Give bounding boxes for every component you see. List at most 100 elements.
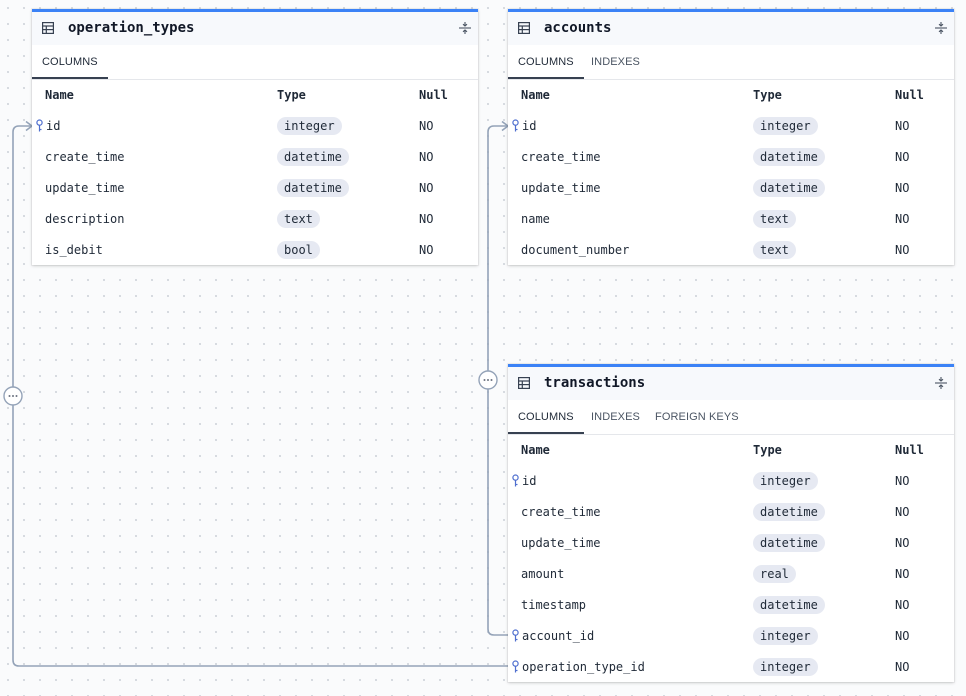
column-row[interactable]: update_time datetime NO [508,528,954,559]
column-type-badge: datetime [753,596,825,614]
tab-columns[interactable]: COLUMNS [508,45,584,79]
column-name: document_number [521,243,630,257]
column-row[interactable]: id integer NO [32,111,478,142]
column-null: NO [895,629,910,643]
column-row[interactable]: name text NO [508,204,954,235]
table-header[interactable]: accounts [508,12,954,45]
tab-bar: COLUMNS INDEXES FOREIGN KEYS [508,400,954,435]
column-type-badge: text [753,241,796,259]
column-name: amount [521,567,565,581]
column-name: update_time [521,181,601,195]
column-type-badge: datetime [753,148,825,166]
table-title: transactions [544,375,646,391]
column-name: name [521,212,550,226]
table-header[interactable]: transactions [508,367,954,400]
column-null: NO [895,150,910,164]
column-type-badge: integer [277,117,342,135]
table-title: operation_types [68,20,195,36]
tab-indexes[interactable]: INDEXES [591,411,640,423]
header-name: Name [521,443,550,457]
column-row[interactable]: timestamp datetime NO [508,590,954,621]
column-name: account_id [522,629,595,643]
column-name: create_time [45,150,125,164]
table-grid-icon [42,22,54,34]
column-type-badge: datetime [753,179,825,197]
relation-handle-operation-type[interactable] [3,386,23,406]
header-name: Name [521,88,550,102]
key-icon [512,629,519,642]
tab-bar: COLUMNS INDEXES [508,45,954,80]
column-row[interactable]: update_time datetime NO [508,173,954,204]
tab-foreign-keys[interactable]: FOREIGN KEYS [655,411,739,423]
column-type-badge: integer [753,117,818,135]
column-row[interactable]: create_time datetime NO [32,142,478,173]
table-header[interactable]: operation_types [32,12,478,45]
column-name: is_debit [45,243,103,257]
column-name: id [522,119,537,133]
column-row[interactable]: create_time datetime NO [508,142,954,173]
column-null: NO [419,150,434,164]
collapse-icon[interactable] [934,21,948,35]
column-type-badge: text [277,210,320,228]
tab-bar: COLUMNS [32,45,478,80]
collapse-icon[interactable] [458,21,472,35]
header-type: Type [753,443,782,457]
tab-columns[interactable]: COLUMNS [508,400,584,434]
column-null: NO [895,181,910,195]
column-name: id [46,119,61,133]
column-null: NO [895,212,910,226]
column-null: NO [419,181,434,195]
key-icon [512,119,519,132]
key-icon [512,660,519,673]
table-grid-icon [518,22,530,34]
column-null: NO [419,243,434,257]
column-row[interactable]: document_number text NO [508,235,954,266]
collapse-icon[interactable] [934,376,948,390]
column-row[interactable]: account_id integer NO [508,621,954,652]
tab-indexes[interactable]: INDEXES [591,56,640,68]
key-icon [36,119,43,132]
column-name: update_time [521,536,601,550]
column-row[interactable]: is_debit bool NO [32,235,478,266]
column-type-badge: bool [277,241,320,259]
column-null: NO [895,243,910,257]
column-type-badge: datetime [753,534,825,552]
header-type: Type [753,88,782,102]
column-type-badge: integer [753,658,818,676]
column-name: create_time [521,150,601,164]
header-null: Null [895,88,924,102]
column-type-badge: integer [753,627,818,645]
column-type-badge: datetime [277,179,349,197]
tab-columns[interactable]: COLUMNS [32,45,108,79]
header-null: Null [895,443,924,457]
column-row[interactable]: create_time datetime NO [508,497,954,528]
column-null: NO [419,119,434,133]
column-null: NO [895,536,910,550]
relation-handle-account[interactable] [478,370,498,390]
column-name: timestamp [521,598,587,612]
column-null: NO [895,567,910,581]
column-type-badge: datetime [277,148,349,166]
column-null: NO [419,212,434,226]
column-type-badge: datetime [753,503,825,521]
column-null: NO [895,505,910,519]
column-null: NO [895,598,910,612]
column-name: create_time [521,505,601,519]
header-null: Null [419,88,448,102]
table-title: accounts [544,20,612,36]
column-null: NO [895,660,910,674]
column-type-badge: text [753,210,796,228]
